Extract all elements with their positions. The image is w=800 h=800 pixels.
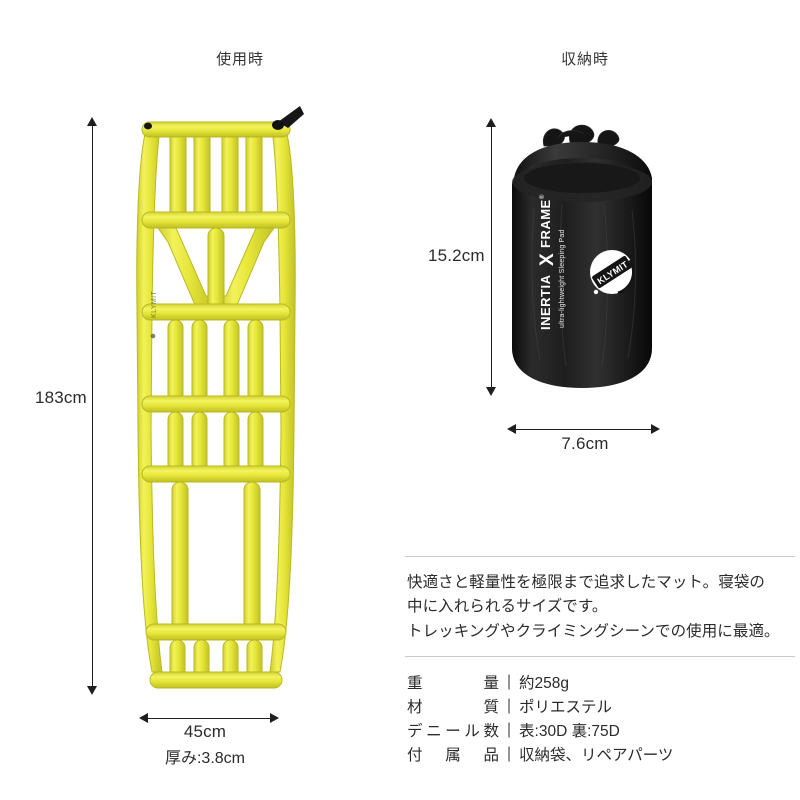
spec-value-weight: 約258g <box>519 675 570 693</box>
table-row: 重量 | 約258g <box>405 670 673 694</box>
mat-thickness-label: 厚み:3.8cm <box>164 750 246 767</box>
sack-width-arrow-right <box>651 424 660 434</box>
column-header-in-use: 使用時 <box>216 51 264 68</box>
spec-label-weight: 重量 <box>407 675 499 693</box>
sleeping-pad-illustration: KLYMIT <box>128 100 304 710</box>
svg-text:FRAME: FRAME <box>538 199 553 248</box>
spec-separator: | <box>507 721 512 739</box>
divider-top <box>405 556 795 557</box>
spec-label-denier: デニール数 <box>407 723 499 741</box>
mat-height-label: 183cm <box>35 388 87 407</box>
spec-label-material: 材質 <box>407 699 499 717</box>
product-info-panel: 快適さと軽量性を極限まで追求したマット。寝袋の 中に入れられるサイズです。 トレ… <box>405 556 795 766</box>
description-line-3: トレッキングやクライミングシーンでの使用に最適。 <box>407 622 780 640</box>
klymit-logo-mark: KLYMIT <box>590 250 635 295</box>
svg-text:KLYMIT: KLYMIT <box>151 291 158 318</box>
table-row: デニール数 | 表:30D 裏:75D <box>405 718 673 742</box>
sack-height-arrow-bottom <box>486 387 496 396</box>
stuff-sack-illustration: INERTIA X FRAME ® ultra-lightweight Slee… <box>500 112 664 402</box>
spec-value-denier: 表:30D 裏:75D <box>519 723 620 741</box>
mat-width-dimension-line <box>148 717 270 719</box>
column-header-packed: 収納時 <box>561 51 609 68</box>
mat-width-arrow-left <box>139 713 148 723</box>
product-description: 快適さと軽量性を極限まで追求したマット。寝袋の 中に入れられるサイズです。 トレ… <box>405 557 795 656</box>
spec-value-material: ポリエステル <box>519 699 613 717</box>
svg-text:®: ® <box>539 194 546 199</box>
sack-height-label: 15.2cm <box>428 246 485 265</box>
specification-table: 重量 | 約258g 材質 | ポリエステル デニール数 | 表:30D 裏:7… <box>405 670 673 766</box>
svg-text:ultra-lightweight Sleeping Pad: ultra-lightweight Sleeping Pad <box>559 229 566 328</box>
spec-label-accessories: 付属品 <box>407 747 499 765</box>
table-row: 付属品 | 収納袋、リペアパーツ <box>405 742 673 766</box>
mat-width-label: 45cm <box>183 722 227 741</box>
description-line-1: 快適さと軽量性を極限まで追求したマット。寝袋の <box>407 574 765 591</box>
spec-value-accessories: 収納袋、リペアパーツ <box>519 747 674 765</box>
valve-graphic <box>272 106 304 130</box>
mat-height-arrow-top <box>87 117 97 126</box>
svg-text:X: X <box>537 253 558 266</box>
mat-height-dimension-line <box>91 122 93 688</box>
description-line-2: 中に入れられるサイズです。 <box>407 598 608 616</box>
sack-height-dimension-line <box>490 123 492 389</box>
sack-brand-text: INERTIA <box>538 274 553 330</box>
spec-separator: | <box>507 745 512 763</box>
spec-separator: | <box>507 673 512 691</box>
mat-height-arrow-bottom <box>87 686 97 695</box>
sack-width-label: 7.6cm <box>561 434 609 453</box>
mat-width-arrow-right <box>270 713 279 723</box>
divider-bottom <box>405 656 795 658</box>
table-row: 材質 | ポリエステル <box>405 694 673 718</box>
sack-width-dimension-line <box>516 428 651 430</box>
sack-width-arrow-left <box>507 424 516 434</box>
spec-separator: | <box>507 697 512 715</box>
sack-height-arrow-top <box>486 118 496 127</box>
